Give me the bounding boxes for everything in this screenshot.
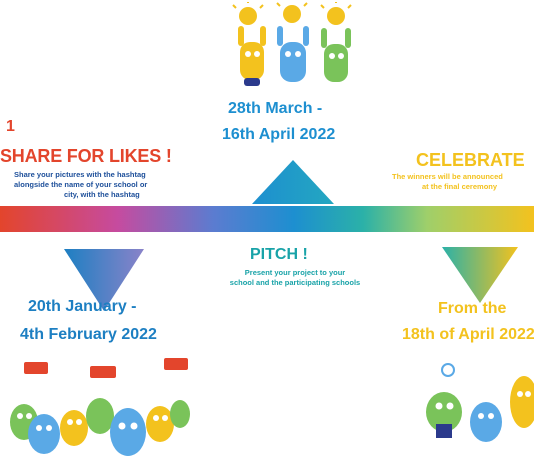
mascots-top-illustration xyxy=(232,2,352,86)
left-date-line-1: 20th January - xyxy=(28,298,137,315)
right-date-line-1: From the xyxy=(438,300,507,317)
middle-date-line-1: 28th March - xyxy=(228,100,323,117)
down-arrow-right-icon xyxy=(442,247,518,303)
right-date-line-2: 18th of April 2022 xyxy=(402,326,534,343)
right-phase-text: The winners will be announced at the fin… xyxy=(392,172,534,192)
left-phase-text: Share your pictures with the hashtag alo… xyxy=(14,170,214,200)
middle-phase-heading: PITCH ! xyxy=(250,246,308,263)
middle-phase-text: Present your project to your school and … xyxy=(200,268,390,288)
left-line-1: Share your pictures with the hashtag xyxy=(14,170,146,179)
middle-date-line-2: 16th April 2022 xyxy=(222,126,336,143)
down-arrow-left-icon xyxy=(64,249,144,311)
up-arrow-middle-icon xyxy=(252,160,334,204)
timeline-bar xyxy=(0,206,534,232)
left-line-3: city, with the hashtag xyxy=(64,190,140,199)
right-phase-heading: CELEBRATE xyxy=(416,150,525,170)
mascots-bottom-left-illustration xyxy=(10,358,190,456)
left-date-line-2: 4th February 2022 xyxy=(20,326,157,343)
mascots-bottom-right-illustration xyxy=(426,363,534,442)
left-phase-heading: SHARE FOR LIKES ! xyxy=(0,146,172,166)
right-line-2: at the final ceremony xyxy=(422,182,498,191)
left-line-2: alongside the name of your school or xyxy=(14,180,148,189)
phase-number: 1 xyxy=(6,118,15,135)
middle-line-1: Present your project to your xyxy=(244,268,346,277)
right-line-1: The winners will be announced xyxy=(392,172,503,181)
middle-line-2: school and the participating schools xyxy=(229,278,361,287)
